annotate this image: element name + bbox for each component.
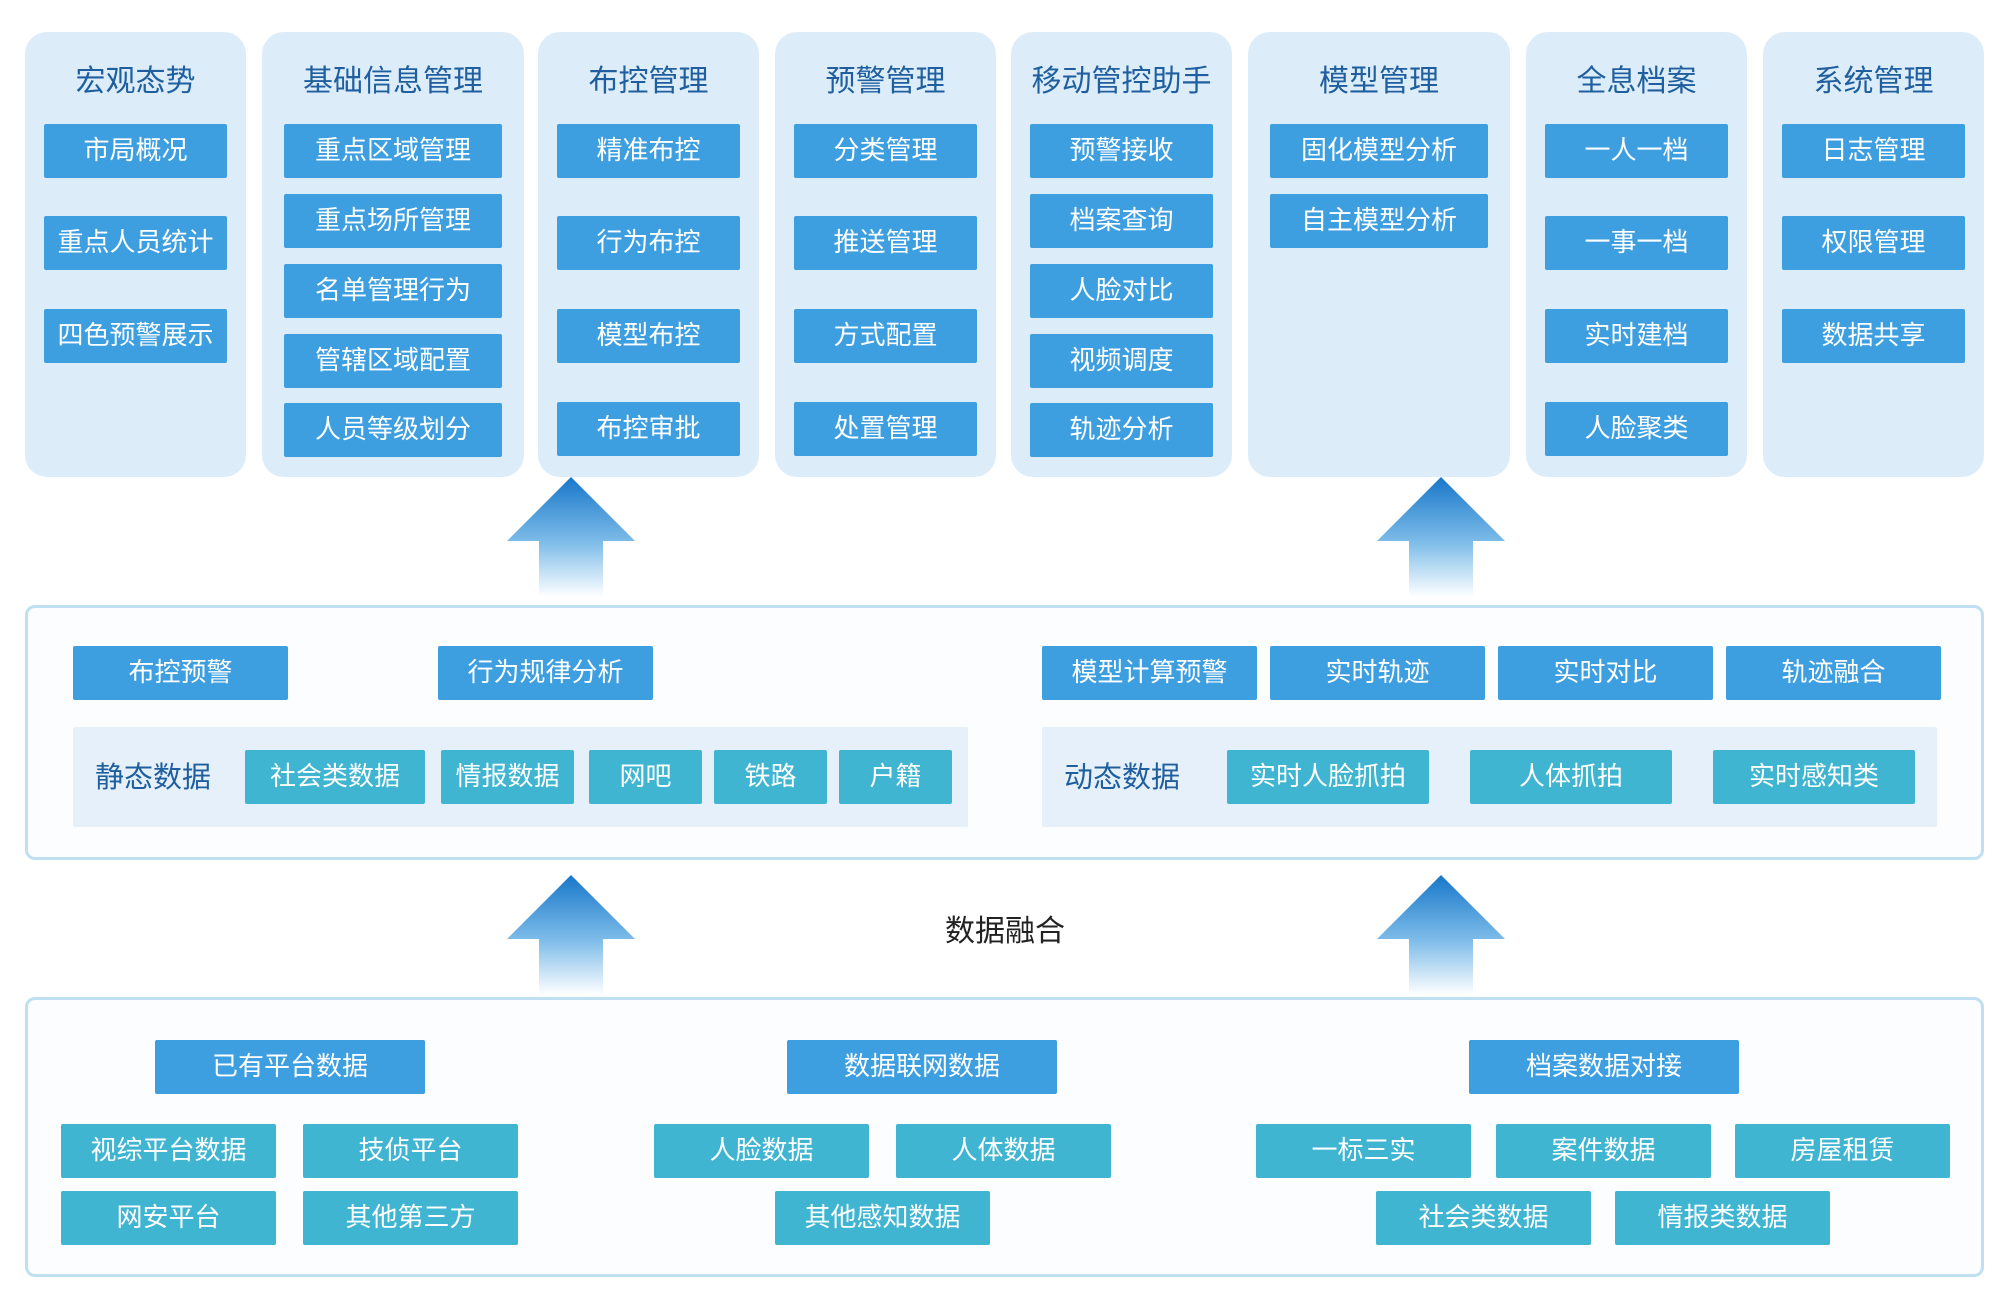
- source-item[interactable]: 其他第三方: [303, 1191, 518, 1245]
- column-jichu: 基础信息管理 重点区域管理 重点场所管理 名单管理行为 管辖区域配置 人员等级划…: [262, 32, 524, 477]
- source-group-title[interactable]: 数据联网数据: [787, 1040, 1057, 1094]
- column-xitong: 系统管理 日志管理 权限管理 数据共享: [1763, 32, 1984, 477]
- item-button[interactable]: 重点场所管理: [284, 194, 502, 248]
- column-title: 预警管理: [825, 64, 946, 99]
- item-button[interactable]: 视频调度: [1030, 334, 1213, 388]
- item-button[interactable]: 档案查询: [1030, 194, 1213, 248]
- item-button[interactable]: 管辖区域配置: [284, 334, 502, 388]
- static-data-item[interactable]: 铁路: [714, 750, 827, 804]
- middle-top-button[interactable]: 布控预警: [73, 646, 288, 700]
- source-group-title[interactable]: 已有平台数据: [155, 1040, 425, 1094]
- item-button[interactable]: 自主模型分析: [1270, 194, 1488, 248]
- up-arrow-icon: [1377, 875, 1505, 995]
- item-button[interactable]: 重点区域管理: [284, 124, 502, 178]
- item-button[interactable]: 处置管理: [794, 402, 977, 456]
- middle-top-button[interactable]: 行为规律分析: [438, 646, 653, 700]
- item-button[interactable]: 人员等级划分: [284, 403, 502, 457]
- source-item[interactable]: 其他感知数据: [775, 1191, 990, 1245]
- static-data-item[interactable]: 情报数据: [441, 750, 574, 804]
- item-button[interactable]: 方式配置: [794, 309, 977, 363]
- column-title: 模型管理: [1319, 64, 1439, 99]
- middle-top-button[interactable]: 模型计算预警: [1042, 646, 1257, 700]
- item-button[interactable]: 日志管理: [1782, 124, 1965, 178]
- source-item[interactable]: 情报类数据: [1615, 1191, 1830, 1245]
- item-button[interactable]: 人脸聚类: [1545, 402, 1728, 456]
- item-button[interactable]: 分类管理: [794, 124, 977, 178]
- item-button[interactable]: 行为布控: [557, 216, 740, 270]
- source-item[interactable]: 人脸数据: [654, 1124, 869, 1178]
- item-button[interactable]: 轨迹分析: [1030, 403, 1213, 457]
- item-button[interactable]: 固化模型分析: [1270, 124, 1488, 178]
- column-title: 基础信息管理: [303, 64, 483, 99]
- item-button[interactable]: 精准布控: [557, 124, 740, 178]
- item-button[interactable]: 预警接收: [1030, 124, 1213, 178]
- item-button[interactable]: 人脸对比: [1030, 264, 1213, 318]
- bottom-panel: 已有平台数据 视综平台数据 技侦平台 网安平台 其他第三方 数据联网数据 人脸数…: [25, 997, 1984, 1277]
- static-data-item[interactable]: 社会类数据: [245, 750, 425, 804]
- up-arrow-icon: [507, 875, 635, 995]
- column-bukong: 布控管理 精准布控 行为布控 模型布控 布控审批: [538, 32, 759, 477]
- item-button[interactable]: 一事一档: [1545, 216, 1728, 270]
- item-button[interactable]: 权限管理: [1782, 216, 1965, 270]
- data-fusion-label: 数据融合: [945, 914, 1065, 949]
- static-data-label: 静态数据: [95, 760, 212, 794]
- dynamic-data-label: 动态数据: [1064, 760, 1181, 794]
- source-item[interactable]: 技侦平台: [303, 1124, 518, 1178]
- item-button[interactable]: 四色预警展示: [44, 309, 227, 363]
- item-button[interactable]: 推送管理: [794, 216, 977, 270]
- up-arrow-icon: [507, 477, 635, 597]
- middle-panel: 布控预警 行为规律分析 模型计算预警 实时轨迹 实时对比 轨迹融合 静态数据 社…: [25, 605, 1984, 860]
- item-button[interactable]: 布控审批: [557, 402, 740, 456]
- dynamic-data-item[interactable]: 实时人脸抓拍: [1227, 750, 1429, 804]
- source-item[interactable]: 案件数据: [1496, 1124, 1711, 1178]
- column-title: 宏观态势: [75, 64, 196, 99]
- column-title: 移动管控助手: [1031, 64, 1212, 99]
- column-moxing: 模型管理 固化模型分析 自主模型分析: [1248, 32, 1510, 477]
- source-group-title[interactable]: 档案数据对接: [1469, 1040, 1739, 1094]
- item-button[interactable]: 数据共享: [1782, 309, 1965, 363]
- column-title: 全息档案: [1576, 64, 1697, 99]
- static-data-item[interactable]: 户籍: [839, 750, 952, 804]
- static-data-group: 静态数据 社会类数据 情报数据 网吧 铁路 户籍: [73, 727, 968, 827]
- static-data-item[interactable]: 网吧: [589, 750, 702, 804]
- source-item[interactable]: 房屋租赁: [1735, 1124, 1950, 1178]
- source-item[interactable]: 社会类数据: [1376, 1191, 1591, 1245]
- item-button[interactable]: 实时建档: [1545, 309, 1728, 363]
- column-hongguan: 宏观态势 市局概况 重点人员统计 四色预警展示: [25, 32, 246, 477]
- middle-top-button[interactable]: 实时轨迹: [1270, 646, 1485, 700]
- middle-top-button[interactable]: 轨迹融合: [1726, 646, 1941, 700]
- column-yujing: 预警管理 分类管理 推送管理 方式配置 处置管理: [775, 32, 996, 477]
- dynamic-data-group: 动态数据 实时人脸抓拍 人体抓拍 实时感知类: [1042, 727, 1937, 827]
- source-item[interactable]: 一标三实: [1256, 1124, 1471, 1178]
- item-button[interactable]: 一人一档: [1545, 124, 1728, 178]
- up-arrow-icon: [1377, 477, 1505, 597]
- dynamic-data-item[interactable]: 实时感知类: [1713, 750, 1915, 804]
- item-button[interactable]: 名单管理行为: [284, 264, 502, 318]
- source-item[interactable]: 视综平台数据: [61, 1124, 276, 1178]
- column-yidong: 移动管控助手 预警接收 档案查询 人脸对比 视频调度 轨迹分析: [1011, 32, 1232, 477]
- middle-top-button[interactable]: 实时对比: [1498, 646, 1713, 700]
- column-title: 系统管理: [1813, 64, 1934, 99]
- item-button[interactable]: 模型布控: [557, 309, 740, 363]
- source-item[interactable]: 人体数据: [896, 1124, 1111, 1178]
- column-title: 布控管理: [588, 64, 709, 99]
- item-button[interactable]: 重点人员统计: [44, 216, 227, 270]
- dynamic-data-item[interactable]: 人体抓拍: [1470, 750, 1672, 804]
- column-quanxi: 全息档案 一人一档 一事一档 实时建档 人脸聚类: [1526, 32, 1747, 477]
- source-item[interactable]: 网安平台: [61, 1191, 276, 1245]
- item-button[interactable]: 市局概况: [44, 124, 227, 178]
